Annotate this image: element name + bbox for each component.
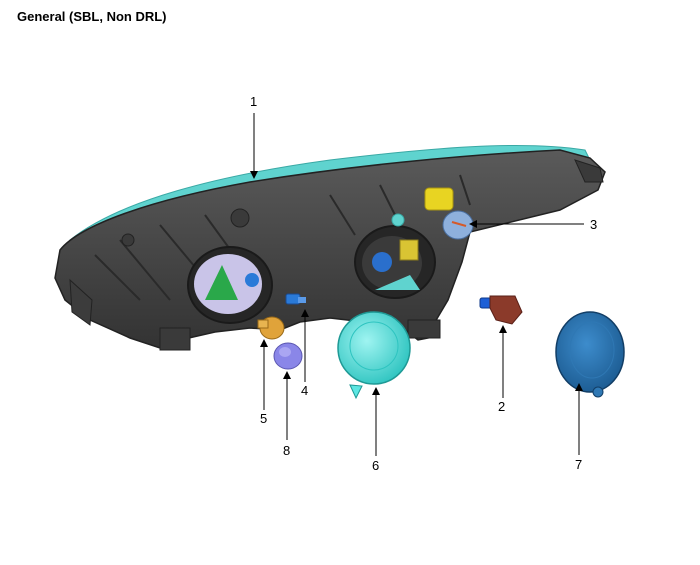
callout-3: 3 (590, 217, 597, 232)
low-beam-dust-cap (337, 311, 411, 400)
headlamp-housing (54, 144, 606, 351)
callout-6: 6 (372, 458, 379, 473)
page-title: General (SBL, Non DRL) (17, 9, 167, 24)
callout-8: 8 (283, 443, 290, 458)
position-bulb (285, 293, 306, 305)
callout-5: 5 (260, 411, 267, 426)
bulb-cap (273, 342, 303, 370)
high-beam-opening (354, 225, 436, 299)
side-marker-bulb (479, 295, 523, 325)
callout-2: 2 (498, 399, 505, 414)
leader-lines (250, 113, 584, 456)
turn-signal-bulb (391, 187, 474, 240)
callout-7: 7 (575, 457, 582, 472)
callout-4: 4 (301, 383, 308, 398)
low-beam-opening (187, 246, 273, 324)
callout-1: 1 (250, 94, 257, 109)
callout-labels: 1 2 3 4 5 6 7 8 (250, 94, 597, 473)
high-beam-dust-cap (555, 311, 625, 398)
bulb-socket (257, 316, 285, 340)
